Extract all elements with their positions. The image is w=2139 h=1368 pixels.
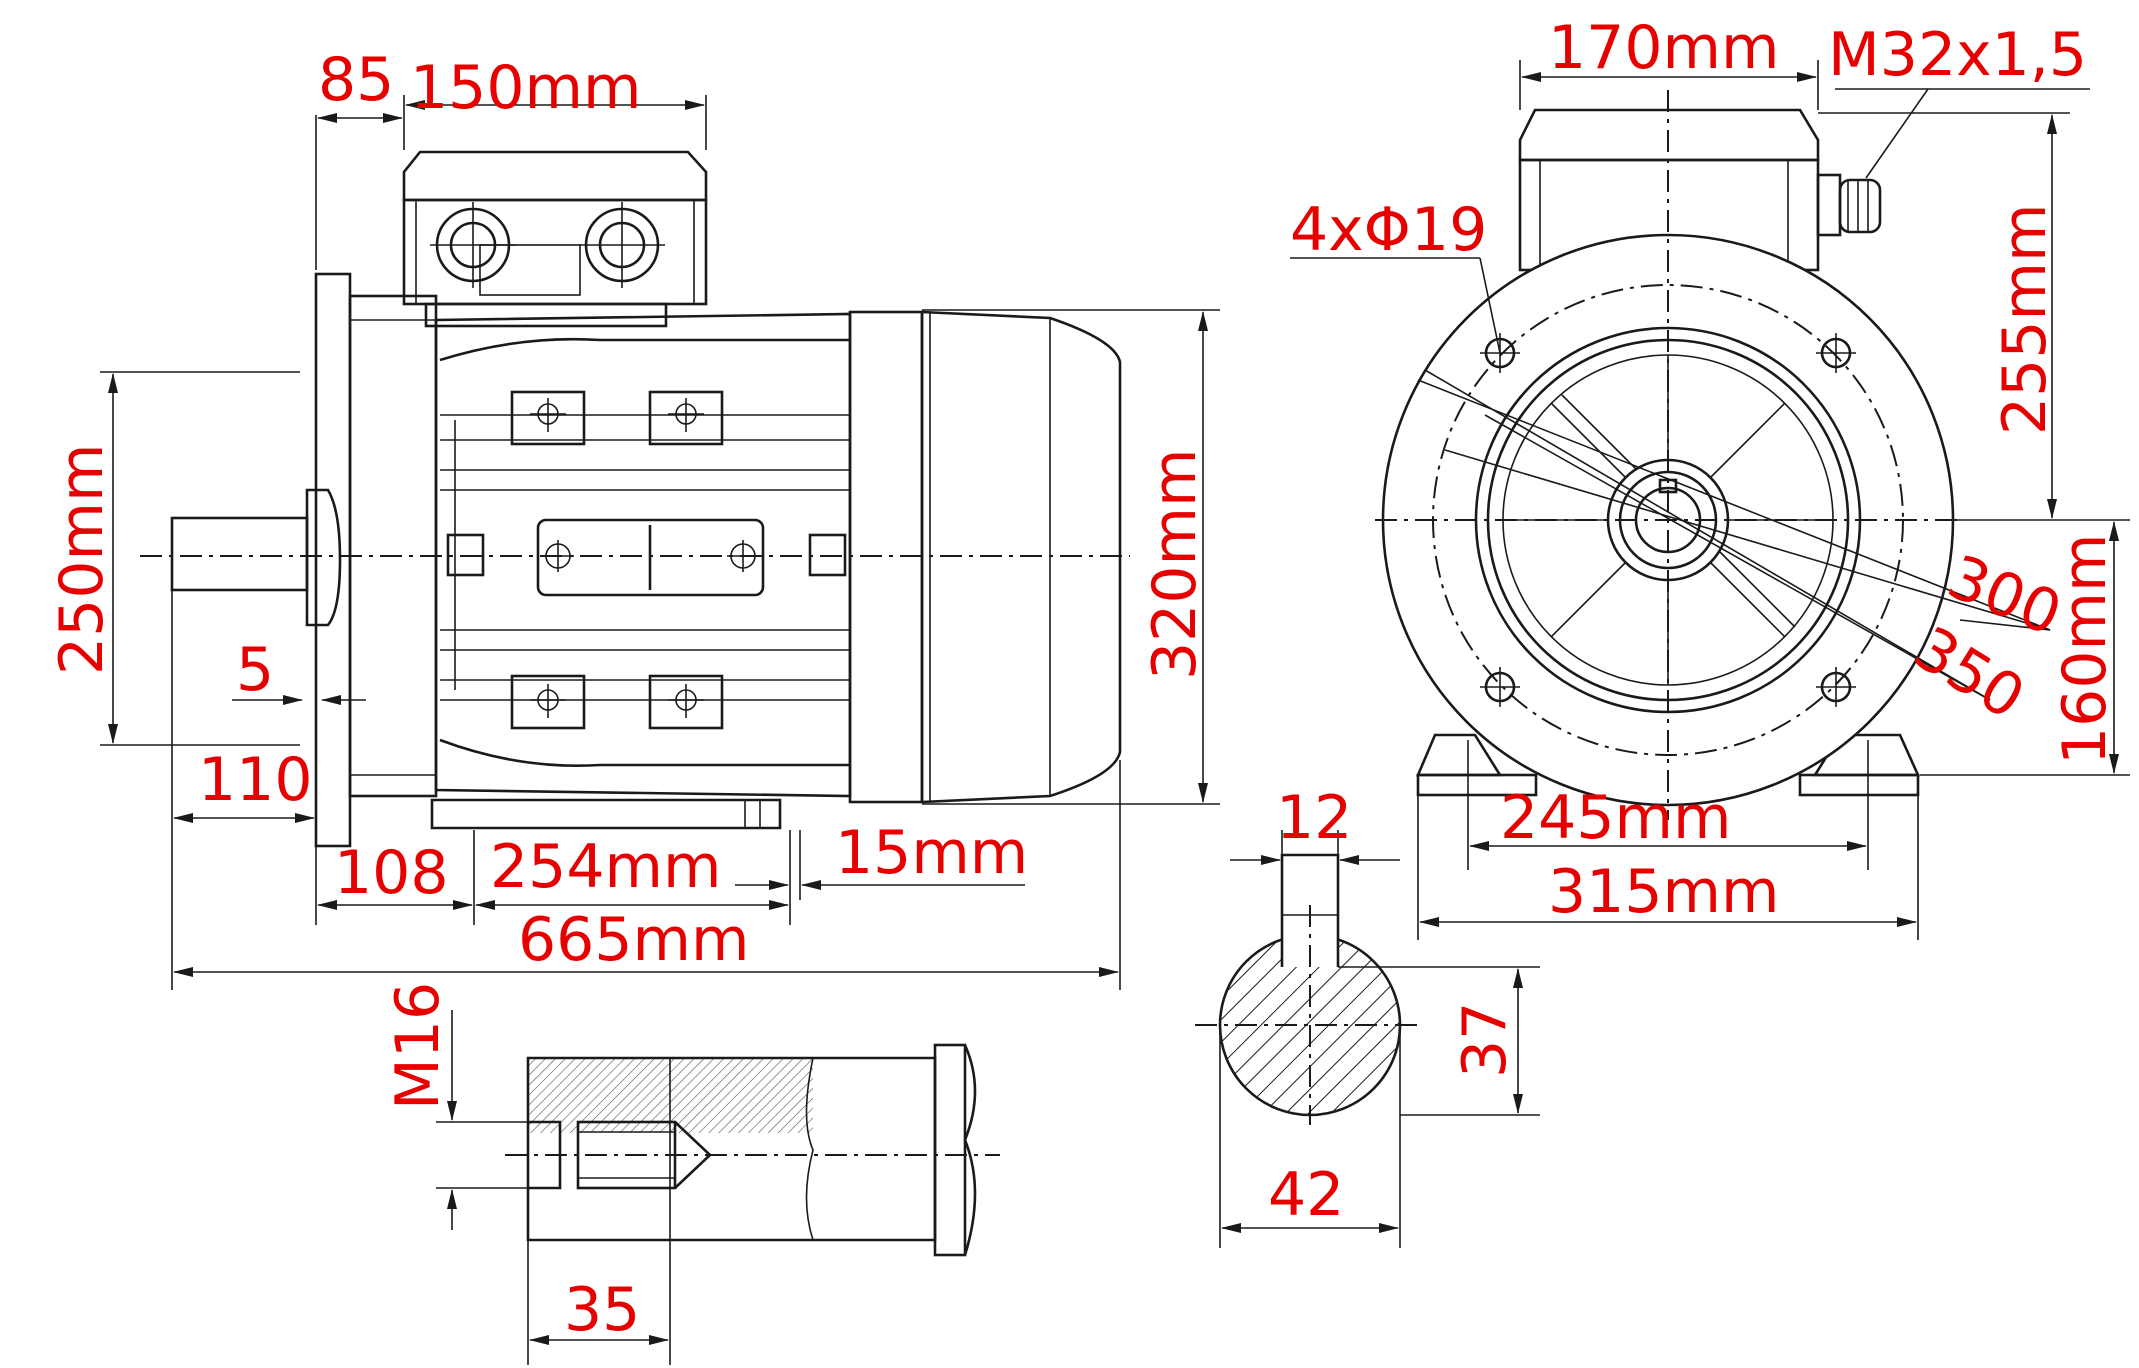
dim-m16: M16 xyxy=(383,982,453,1110)
front-feet xyxy=(1416,733,1921,797)
dim-37: 37 xyxy=(1450,1002,1520,1078)
dim-150mm: 150mm xyxy=(410,53,641,123)
dim-254mm: 254mm xyxy=(490,832,721,902)
dim-170mm: 170mm xyxy=(1548,13,1779,83)
terminal-box xyxy=(402,150,708,328)
dim-m32x1-5: M32x1,5 xyxy=(1828,20,2087,90)
flange xyxy=(305,272,438,848)
dim-12: 12 xyxy=(1276,783,1352,853)
dim-245mm: 245mm xyxy=(1500,783,1731,853)
dim-315mm: 315mm xyxy=(1548,857,1779,927)
dim-160mm: 160mm xyxy=(2050,534,2120,765)
dim-320mm: 320mm xyxy=(1140,449,1210,680)
flange-bolt-holes xyxy=(1480,333,1856,707)
dim-4xphi19: 4xΦ19 xyxy=(1290,195,1487,265)
cable-gland-left xyxy=(430,202,516,288)
front-view-dimension-lines xyxy=(1417,60,2130,940)
dim-35: 35 xyxy=(564,1275,640,1345)
dim-5: 5 xyxy=(236,635,274,705)
dim-110: 110 xyxy=(198,745,313,815)
cable-gland-right xyxy=(579,202,665,288)
front-view: 170mm M32x1,5 4xΦ19 255mm 300 350 160mm … xyxy=(1290,13,2130,940)
dim-250mm: 250mm xyxy=(47,444,117,675)
shaft-end-detail: M16 35 xyxy=(383,982,1000,1365)
shaft-cross-section: 12 37 42 xyxy=(1195,783,1540,1248)
front-cable-gland xyxy=(1816,173,1882,237)
dim-42: 42 xyxy=(1268,1160,1344,1230)
dim-255mm: 255mm xyxy=(1990,204,2060,435)
motor-body xyxy=(430,312,852,830)
side-view: 85 150mm 250mm 5 110 108 254mm 15mm 665m… xyxy=(47,45,1220,990)
dim-108: 108 xyxy=(334,838,449,908)
side-view-dimension-lines xyxy=(100,95,1220,990)
dim-665mm: 665mm xyxy=(518,905,749,975)
dim-85: 85 xyxy=(318,45,394,115)
shaft xyxy=(170,516,309,592)
nameplate xyxy=(536,518,765,597)
dim-15mm: 15mm xyxy=(835,818,1028,888)
front-leaders xyxy=(1290,88,2090,701)
